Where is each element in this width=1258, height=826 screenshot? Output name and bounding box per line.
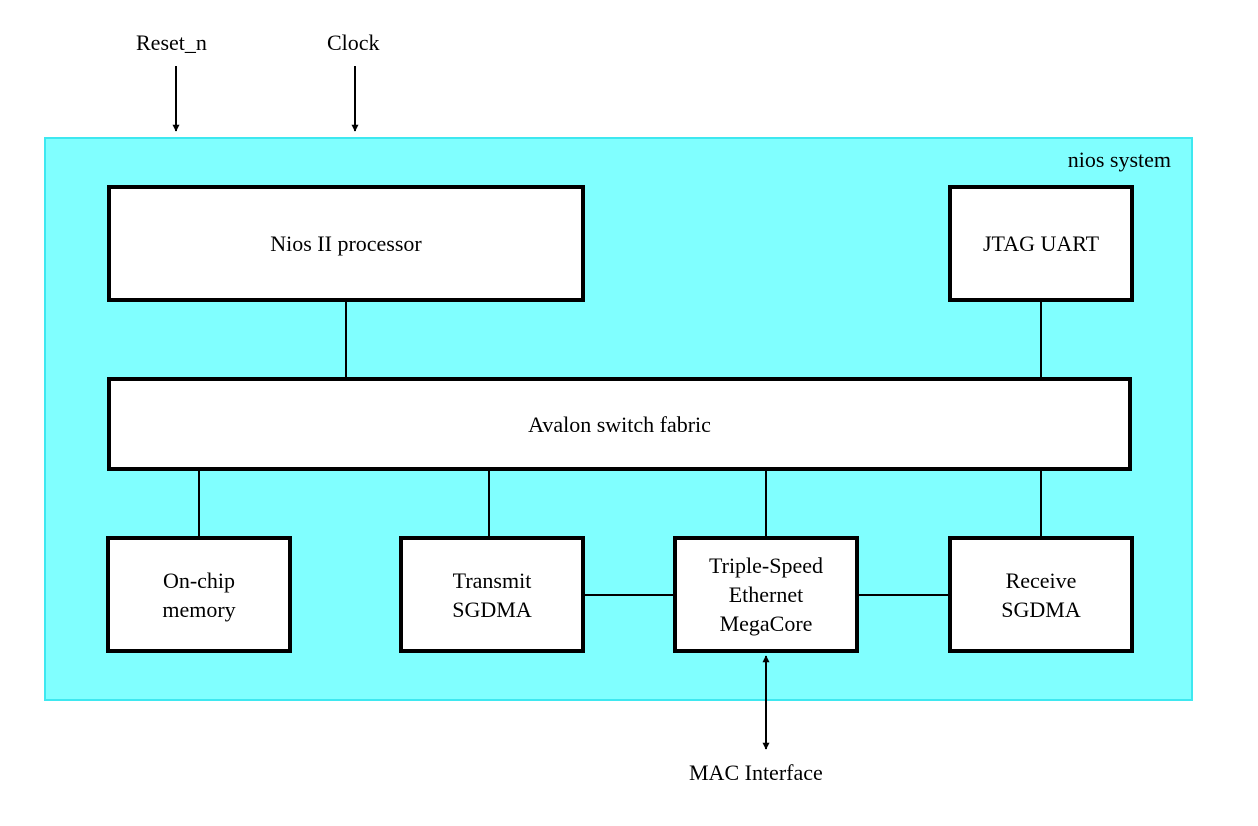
triple-speed-ethernet-block: Triple-Speed Ethernet MegaCore bbox=[673, 536, 859, 653]
clock-input-label: Clock bbox=[327, 30, 380, 55]
receive-sgdma-block: Receive SGDMA bbox=[948, 536, 1134, 653]
avalon-switch-fabric-block: Avalon switch fabric bbox=[107, 377, 1132, 471]
transmit-sgdma-block: Transmit SGDMA bbox=[399, 536, 585, 653]
on-chip-memory-block: On-chip memory bbox=[106, 536, 292, 653]
nios-ii-processor-block: Nios II processor bbox=[107, 185, 585, 302]
reset-input-label: Reset_n bbox=[136, 30, 207, 55]
nios-system-label: nios system bbox=[1067, 147, 1171, 172]
jtag-uart-block: JTAG UART bbox=[948, 185, 1134, 302]
mac-interface-label: MAC Interface bbox=[689, 760, 823, 785]
